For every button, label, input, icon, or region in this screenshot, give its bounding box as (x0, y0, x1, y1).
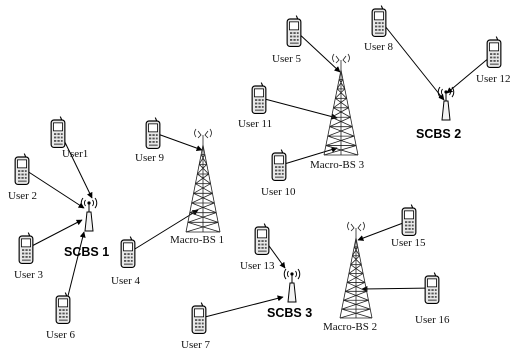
mobile-phone-icon (14, 153, 30, 185)
labels: Macro-BS 1 Macro-BS 2 Macro-BS 3 SCBS 1 SCBS… (8, 41, 511, 351)
macro-bs-label: Macro-BS 2 (323, 321, 377, 333)
scbs-label: SCBS 3 (267, 306, 312, 320)
mobile-phone-icon (145, 117, 161, 149)
mobile-phone-icon (55, 292, 71, 324)
user-label: User 4 (111, 275, 141, 287)
scbs-label: SCBS 1 (64, 245, 109, 259)
small-cell-antenna-icon (283, 268, 301, 303)
user-label: User 2 (8, 190, 37, 202)
user-label: User 8 (364, 41, 394, 53)
user-label: User 13 (240, 260, 275, 272)
mobile-phone-icon (191, 302, 207, 334)
link-arrow (27, 219, 83, 249)
macro-bs-label: Macro-BS 3 (310, 159, 365, 171)
link-arrow (200, 295, 284, 319)
link-arrow (129, 209, 199, 253)
small-cell-antenna-icon (80, 197, 98, 232)
link-arrow (380, 20, 445, 101)
user-label: User 12 (476, 73, 511, 85)
link-arrow (295, 30, 341, 73)
user-label: User 6 (46, 329, 76, 341)
macro-tower-mbs3 (323, 53, 359, 156)
connection-links (23, 20, 497, 319)
small-cell-antenna-icon (437, 86, 455, 121)
user-label: User 3 (14, 269, 44, 281)
mobile-phone-icon (50, 116, 66, 148)
scbs-label: SCBS 2 (416, 127, 461, 141)
link-arrow (64, 231, 86, 309)
user-label: User 5 (272, 53, 302, 65)
macro-bs-label: Macro-BS 1 (170, 234, 224, 246)
mobile-phone-icon (371, 5, 387, 37)
link-arrow (260, 97, 338, 120)
user-label: User 16 (415, 314, 450, 326)
mobile-phone-icon (424, 272, 440, 304)
mobile-phone-icon (120, 236, 136, 268)
mobile-phone-icon (271, 149, 287, 181)
macro-tower-mbs2 (339, 221, 373, 319)
user-label: User 7 (181, 339, 211, 351)
link-arrow (361, 285, 435, 292)
mobile-phone-icon (254, 223, 270, 255)
user-label: User 15 (391, 237, 426, 249)
macro-tower-mbs1 (185, 128, 221, 233)
link-arrow (154, 132, 203, 151)
user-label: User1 (62, 148, 88, 160)
user-label: User 11 (238, 118, 272, 130)
user-devices (14, 5, 502, 334)
mobile-phone-icon (18, 232, 34, 264)
link-arrow (23, 168, 85, 209)
macro-towers (185, 53, 373, 319)
link-arrow (280, 146, 338, 166)
mobile-phone-icon (251, 82, 267, 114)
mobile-phone-icon (401, 204, 417, 236)
mobile-phone-icon (486, 36, 502, 68)
user-label: User 9 (135, 152, 165, 164)
mobile-phone-icon (286, 15, 302, 47)
user-label: User 10 (261, 186, 296, 198)
